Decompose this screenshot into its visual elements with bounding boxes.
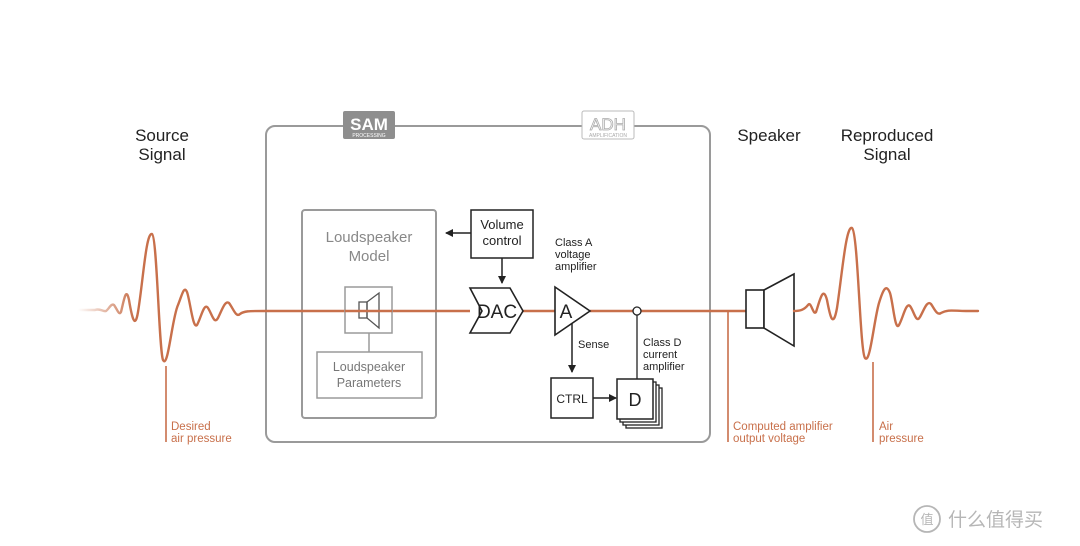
sense-label: Sense bbox=[578, 339, 609, 351]
air-line1: Air bbox=[879, 421, 893, 433]
parameters-box bbox=[316, 351, 423, 399]
desired-line2: air pressure bbox=[171, 433, 232, 445]
class-d-line1: Class D bbox=[643, 337, 682, 349]
d-label: D bbox=[629, 390, 642, 410]
class-a-line3: amplifier bbox=[555, 261, 597, 273]
model-title-line2: Model bbox=[349, 248, 390, 265]
source-heading-line1: Source bbox=[135, 126, 189, 145]
watermark: 值 什么值得买 bbox=[913, 505, 1043, 533]
volume-line2: control bbox=[482, 233, 521, 248]
computed-line2: output voltage bbox=[733, 433, 805, 445]
reproduced-heading-line1: Reproduced bbox=[841, 126, 934, 145]
class-a-line2: voltage bbox=[555, 249, 590, 261]
svg-text:SAM: SAM bbox=[350, 115, 388, 134]
reproduced-heading-line2: Signal bbox=[863, 145, 910, 164]
reproduced-waveform bbox=[792, 226, 980, 360]
class-d-line2: current bbox=[643, 349, 677, 361]
class-d-line3: amplifier bbox=[643, 361, 685, 373]
loudspeaker-model-box bbox=[301, 209, 437, 419]
svg-text:ADH: ADH bbox=[590, 115, 626, 134]
adh-amplification-logo: ADH AMPLIFICATION bbox=[581, 110, 635, 140]
source-heading-line2: Signal bbox=[138, 145, 185, 164]
amp-a-label: A bbox=[560, 302, 573, 323]
dac-label: DAC bbox=[477, 302, 517, 323]
junction-node bbox=[632, 306, 642, 316]
air-line2: pressure bbox=[879, 433, 924, 445]
speaker-icon bbox=[745, 272, 795, 348]
model-speaker-icon bbox=[344, 286, 393, 334]
computed-line1: Computed amplifier bbox=[733, 421, 833, 433]
svg-text:PROCESSING: PROCESSING bbox=[352, 133, 385, 139]
model-title-line1: Loudspeaker bbox=[326, 229, 413, 246]
params-line1: Loudspeaker bbox=[333, 360, 405, 374]
processing-box bbox=[265, 125, 711, 443]
class-a-line1: Class A bbox=[555, 237, 593, 249]
volume-line1: Volume bbox=[480, 217, 523, 232]
desired-line1: Desired bbox=[171, 421, 211, 433]
dac-block bbox=[468, 287, 524, 334]
class-d-stack bbox=[616, 378, 663, 429]
watermark-logo-glyph: 值 bbox=[920, 512, 933, 527]
sam-processing-logo: SAM PROCESSING bbox=[343, 111, 395, 139]
params-line2: Parameters bbox=[337, 376, 402, 390]
source-waveform bbox=[76, 232, 304, 363]
speaker-heading: Speaker bbox=[737, 126, 801, 145]
watermark-text: 什么值得买 bbox=[948, 509, 1043, 531]
ctrl-box bbox=[550, 377, 594, 419]
ctrl-label: CTRL bbox=[556, 392, 588, 406]
svg-text:AMPLIFICATION: AMPLIFICATION bbox=[589, 133, 627, 139]
watermark-logo-icon bbox=[913, 505, 941, 533]
